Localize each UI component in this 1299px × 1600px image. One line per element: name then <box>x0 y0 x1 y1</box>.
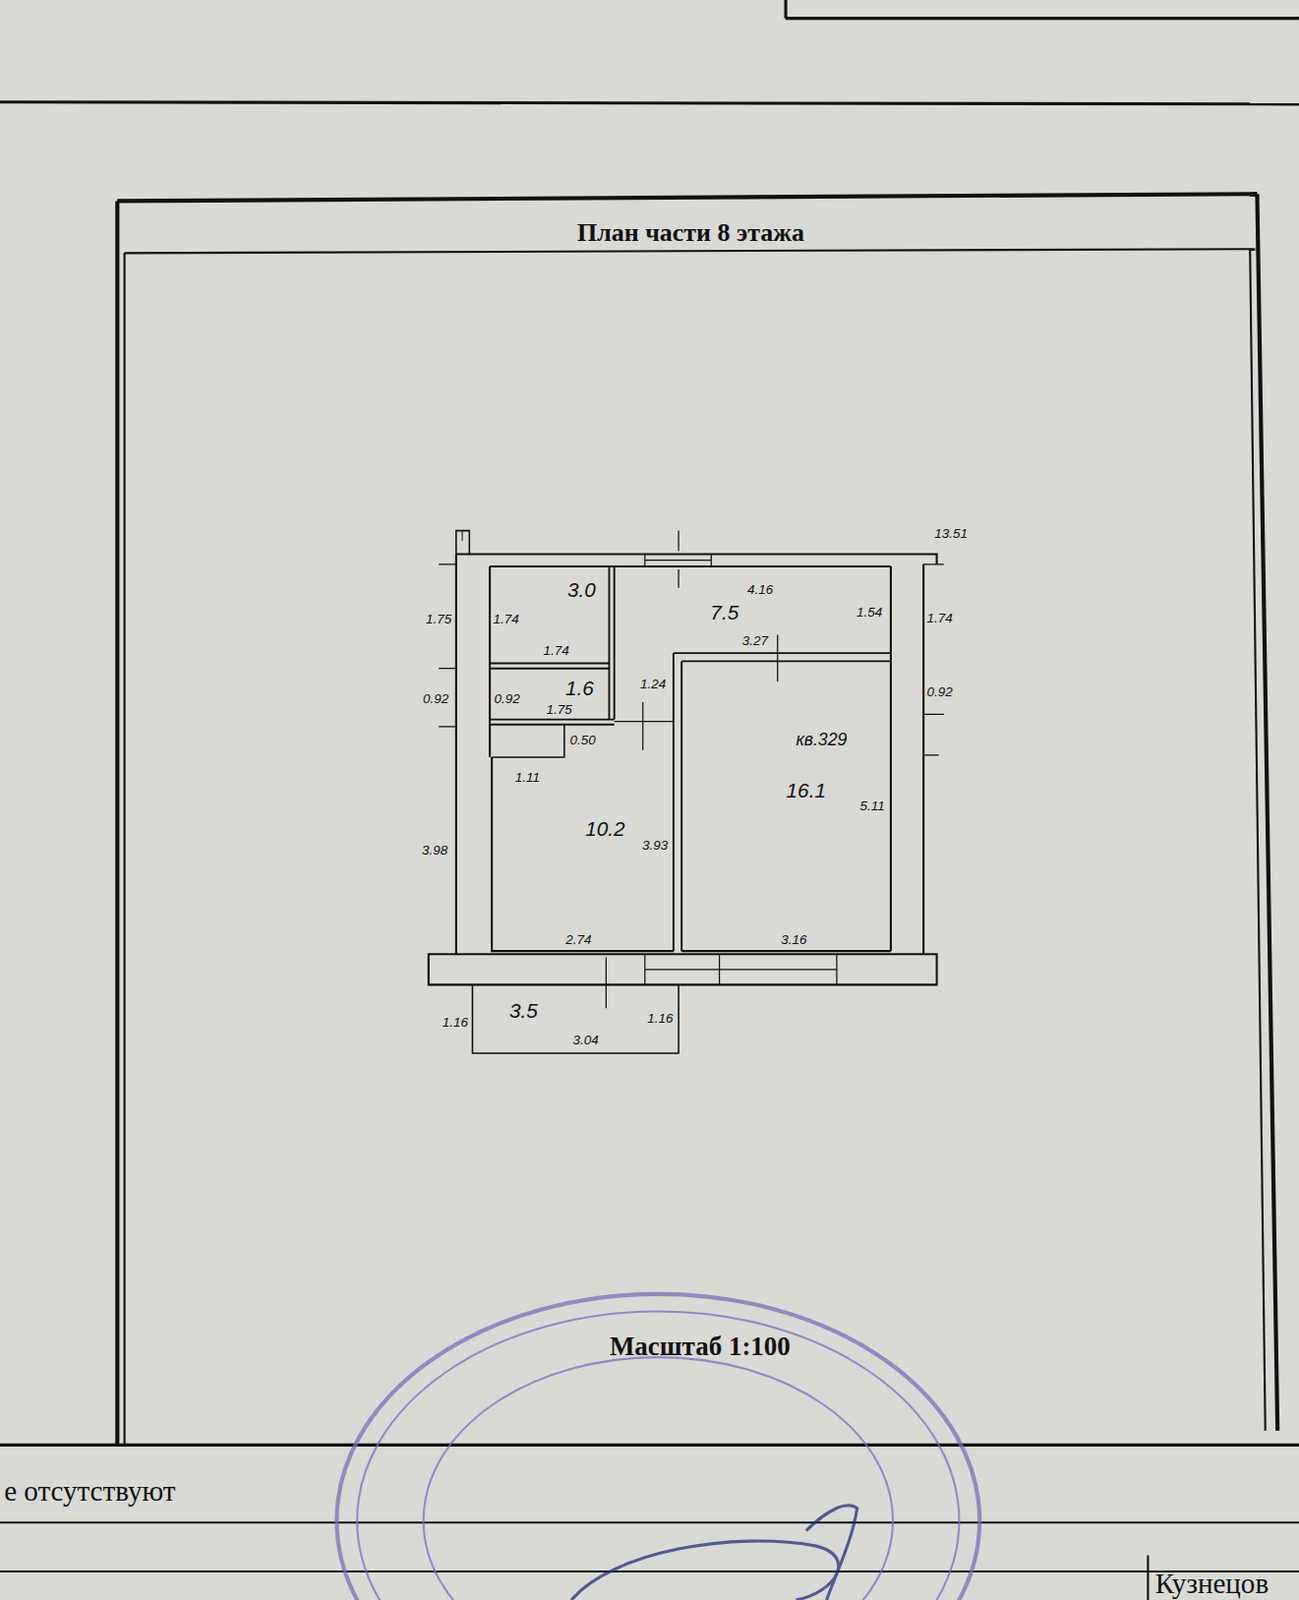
dimension: 0.92 <box>494 691 521 707</box>
dimension: 0.50 <box>569 733 595 749</box>
dimension: 1.74 <box>542 644 569 659</box>
dimension: 4.16 <box>747 582 773 597</box>
dimension: 0.92 <box>927 684 953 700</box>
dimension: 1.16 <box>442 1014 469 1030</box>
dimension: 13.51 <box>934 526 968 541</box>
dimension: 1.74 <box>493 611 520 627</box>
area-value: 10.2 <box>585 817 625 840</box>
dimension: 5.11 <box>860 798 886 814</box>
dimension: 1.75 <box>425 611 452 627</box>
area-value: 3.5 <box>509 999 538 1022</box>
dimension: 1.75 <box>546 703 573 718</box>
dimension: 2.74 <box>565 932 591 947</box>
dimension: 1.74 <box>927 610 953 626</box>
scale-caption: Масштаб 1:100 <box>609 1332 791 1362</box>
dimension: 1.16 <box>647 1010 673 1026</box>
room-area: кв.329 16.1 <box>681 660 891 951</box>
dimension: 3.16 <box>780 932 807 947</box>
area-value: 1.6 <box>565 676 594 700</box>
plan-title: План части 8 этажа <box>577 218 805 247</box>
document-text: е отсутствуют <box>3 1476 176 1508</box>
dimension: 3.27 <box>742 633 768 649</box>
area-value: 7.5 <box>709 600 739 624</box>
dimension: 1.24 <box>640 677 666 693</box>
dimension: 1.54 <box>856 604 883 620</box>
dimension: 3.98 <box>421 843 448 859</box>
dimension: 1.11 <box>515 769 540 785</box>
document-text: Кузнецов <box>1155 1569 1269 1600</box>
apartment-number: кв.329 <box>795 731 847 751</box>
dimension: 3.04 <box>573 1033 599 1049</box>
dimension: 3.93 <box>642 838 668 854</box>
area-value: 16.1 <box>786 779 827 803</box>
area-value: 3.0 <box>567 578 596 601</box>
dimension: 0.92 <box>422 691 449 707</box>
